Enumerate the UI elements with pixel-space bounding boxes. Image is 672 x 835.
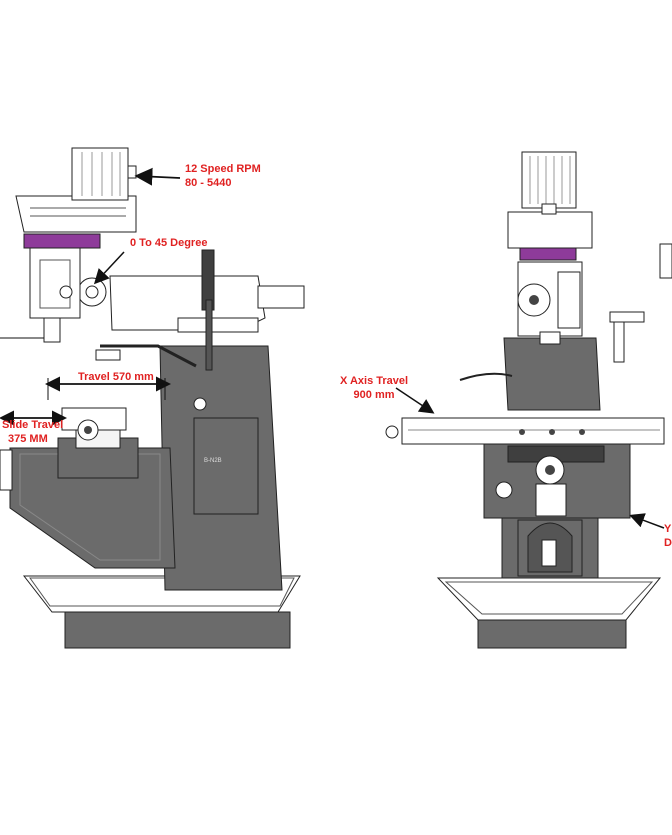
side-base — [64, 611, 291, 649]
speed-label: 12 Speed RPM — [185, 163, 261, 175]
travel-label: Travel 570 mm — [78, 371, 154, 383]
svg-text:B-N2B: B-N2B — [204, 458, 222, 464]
side-column-door — [193, 417, 259, 515]
tilt-annotation: 0 To 45 Degree — [130, 236, 207, 250]
y-partial-line2: D — [664, 537, 672, 549]
x-axis-annotation: X Axis Travel 900 mm — [340, 374, 408, 402]
y-partial-annotation: Y D — [664, 522, 672, 550]
front-purple-band — [519, 247, 577, 261]
side-view: B-N2B — [0, 147, 305, 649]
front-base — [477, 617, 627, 649]
speed-range: 80 - 5440 — [185, 177, 232, 189]
tilt-label: 0 To 45 Degree — [130, 237, 208, 249]
front-belt-housing — [507, 211, 593, 249]
front-motor — [521, 151, 577, 209]
side-belt-housing — [15, 195, 137, 233]
x-axis-label: X Axis Travel — [340, 375, 409, 387]
front-table — [401, 417, 665, 445]
y-partial-line1: Y — [664, 523, 672, 535]
slide-value: 375 MM — [8, 433, 48, 445]
speed-annotation: 12 Speed RPM 80 - 5440 — [185, 162, 261, 190]
slide-annotation: Slide Travel 375 MM — [2, 418, 63, 446]
travel-annotation: Travel 570 mm — [78, 370, 154, 384]
side-purple-band — [23, 233, 101, 249]
slide-label: Slide Travel — [2, 419, 64, 431]
side-motor — [71, 147, 129, 201]
x-axis-value: 900 mm — [353, 389, 395, 401]
front-view — [385, 151, 672, 649]
